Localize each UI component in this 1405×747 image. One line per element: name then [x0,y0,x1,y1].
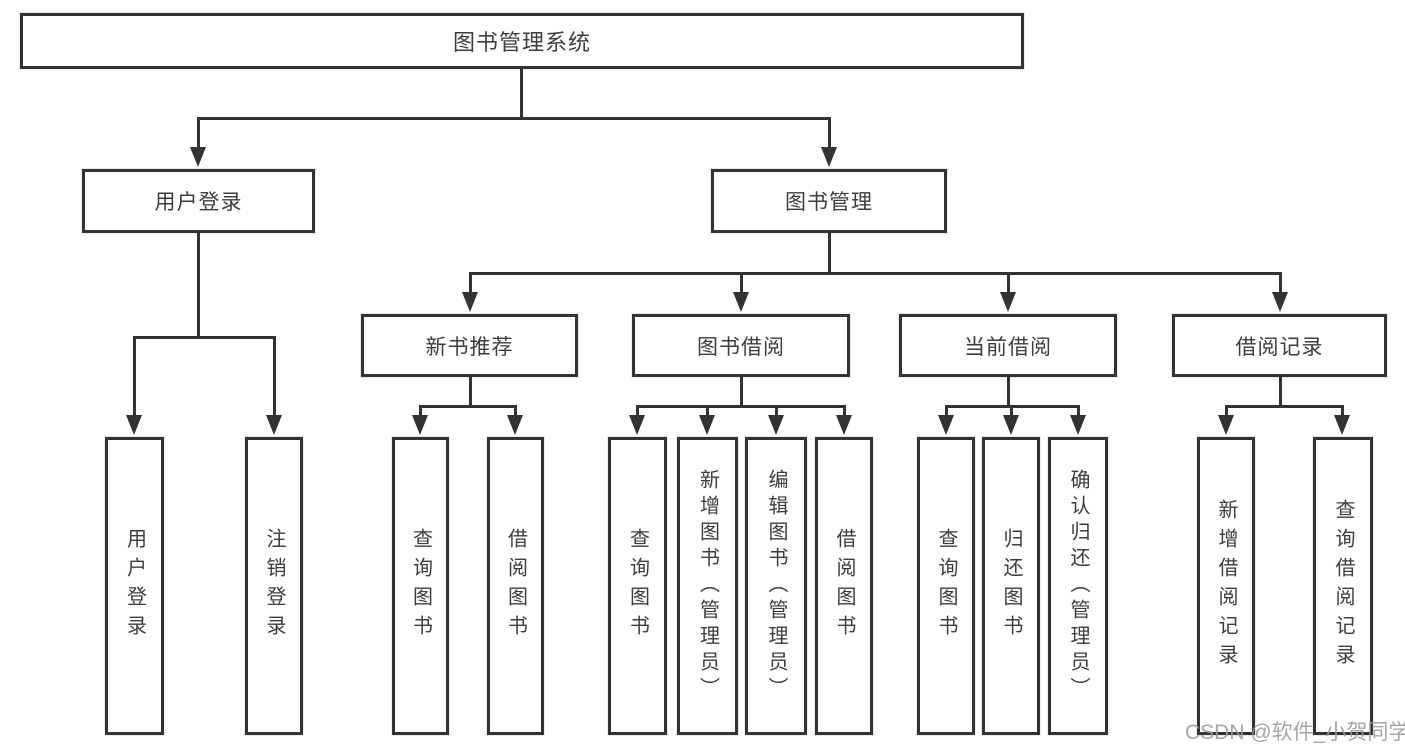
leaf-bb-edit-book-label: 编辑图书（管理员） [765,469,787,703]
connector-drop-bb-edit [775,405,778,417]
arrowhead-br-add [1218,415,1234,435]
leaf-cb-query-book-label: 查询图书 [935,528,957,644]
connector-level3-hline [469,272,1282,275]
connector-drop-book-mgmt [828,117,831,149]
arrowhead-bb-query [629,415,645,435]
connector-drop-nb-borrow [514,405,517,417]
connector-drop-cb-query [945,405,948,417]
node-root: 图书管理系统 [20,13,1024,69]
connector-root-stem [520,68,523,118]
connector-drop-bb-add [706,405,709,417]
node-new-book-rec: 新书推荐 [361,314,578,377]
connector-drop-ul-logout [273,336,276,418]
node-current-borrow: 当前借阅 [899,314,1117,377]
node-borrow-records-label: 借阅记录 [1235,335,1324,359]
leaf-cb-return-book-label: 归还图书 [1000,528,1022,644]
node-user-login: 用户登录 [82,169,315,233]
connector-drop-nb-query [419,405,422,417]
leaf-bb-add-book-label: 新增图书（管理员） [696,469,719,703]
node-current-borrow-label: 当前借阅 [964,335,1052,359]
connector-drop-borrow-records [1279,272,1282,294]
leaf-user-login-label: 用户登录 [123,528,146,644]
leaf-br-add-record: 新增借阅记录 [1197,437,1255,735]
connector-new-book-rec-hline [419,405,517,408]
leaf-cb-return-book: 归还图书 [982,437,1040,735]
arrowhead-nb-borrow [507,415,523,435]
arrowhead-borrow-records [1272,292,1288,312]
leaf-br-add-record-label: 新增借阅记录 [1215,499,1237,673]
leaf-logout-label: 注销登录 [263,528,285,644]
arrowhead-cb-confirm [1070,415,1086,435]
connector-drop-br-add [1225,405,1228,417]
leaf-bb-borrow-book-label: 借阅图书 [833,528,855,644]
leaf-bb-add-book: 新增图书（管理员） [677,437,738,735]
connector-drop-current-borrow [1007,272,1010,294]
arrowhead-cb-query [938,415,954,435]
connector-level2-hline [197,117,830,120]
connector-drop-br-query [1341,405,1344,417]
leaf-br-query-record-label: 查询借阅记录 [1332,499,1354,673]
connector-drop-user-login [197,117,200,149]
leaf-br-query-record: 查询借阅记录 [1313,437,1373,735]
node-book-borrow: 图书借阅 [632,314,850,377]
arrowhead-book-borrow [733,292,749,312]
arrowhead-bb-borrow [836,415,852,435]
node-book-mgmt: 图书管理 [711,169,947,233]
node-root-label: 图书管理系统 [452,30,591,55]
arrowhead-book-mgmt [821,147,837,167]
arrowhead-ul-login [126,415,142,435]
arrowhead-cb-return [1003,415,1019,435]
node-book-borrow-label: 图书借阅 [697,335,785,359]
connector-book-mgmt-stem [828,232,831,273]
connector-book-borrow-hline [636,405,846,408]
leaf-cb-query-book: 查询图书 [917,437,975,735]
arrowhead-current-borrow [1000,292,1016,312]
leaf-bb-query-book-label: 查询图书 [626,528,649,644]
arrowhead-new-book-rec [462,292,478,312]
connector-drop-bb-borrow [843,405,846,417]
leaf-nb-query-book: 查询图书 [392,437,449,735]
arrowhead-user-login [190,147,206,167]
connector-drop-cb-confirm [1077,405,1080,417]
connector-borrow-records-stem [1279,376,1282,406]
arrowhead-ul-logout [266,415,282,435]
watermark-text: CSDN @软件_小贺同学 [1185,721,1405,744]
leaf-nb-borrow-book-label: 借阅图书 [504,528,527,644]
node-new-book-rec-label: 新书推荐 [425,335,514,359]
connector-borrow-records-hline [1225,405,1344,408]
arrowhead-br-query [1334,415,1350,435]
leaf-nb-borrow-book: 借阅图书 [487,437,544,735]
connector-drop-ul-login [133,336,136,418]
connector-book-borrow-stem [740,376,743,406]
arrowhead-bb-edit [768,415,784,435]
connector-drop-book-borrow [740,272,743,294]
leaf-bb-query-book: 查询图书 [608,437,667,735]
leaf-nb-query-book-label: 查询图书 [409,528,432,644]
connector-drop-bb-query [636,405,639,417]
connector-drop-cb-return [1010,405,1013,417]
connector-new-book-rec-stem [469,376,472,406]
leaf-bb-borrow-book: 借阅图书 [815,437,873,735]
leaf-user-login: 用户登录 [105,437,164,735]
node-book-mgmt-label: 图书管理 [785,191,873,214]
leaf-cb-confirm-return-label: 确认归还（管理员） [1067,469,1089,703]
connector-drop-new-book-rec [469,272,472,294]
connector-user-login-hline [133,336,276,339]
arrowhead-nb-query [412,415,428,435]
connector-user-login-stem [197,232,200,337]
leaf-bb-edit-book: 编辑图书（管理员） [745,437,807,735]
leaf-logout: 注销登录 [245,437,303,735]
node-borrow-records: 借阅记录 [1172,314,1387,377]
leaf-cb-confirm-return: 确认归还（管理员） [1048,437,1108,735]
arrowhead-bb-add [699,415,715,435]
connector-current-borrow-stem [1007,376,1010,406]
node-user-login-label: 用户登录 [154,191,243,214]
